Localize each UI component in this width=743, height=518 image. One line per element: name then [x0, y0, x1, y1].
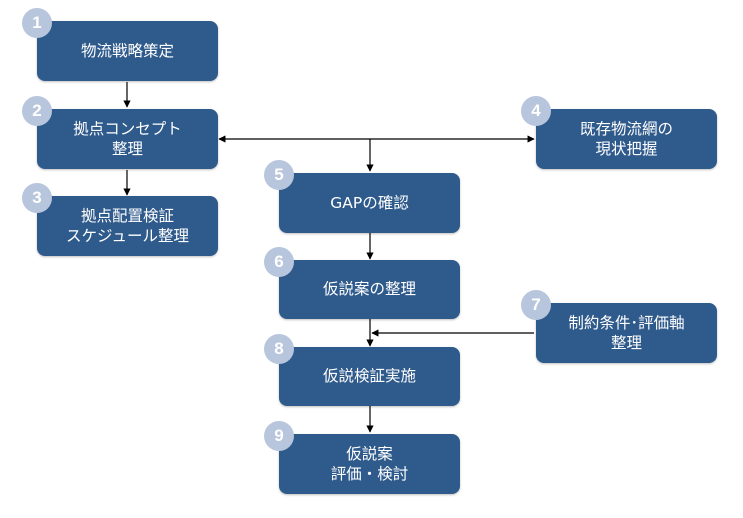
- step-6-number: 6: [274, 252, 284, 271]
- step-3-box: 拠点配置検証 スケジュール整理: [37, 196, 218, 256]
- step-2-badge: 2: [22, 96, 52, 126]
- step-8-badge: 8: [264, 334, 294, 364]
- step-7-number: 7: [531, 295, 541, 314]
- step-4-number: 4: [531, 101, 541, 120]
- step-5-box: GAPの確認: [279, 173, 460, 233]
- step-5-label: GAPの確認: [330, 193, 409, 212]
- step-5-number: 5: [274, 165, 284, 184]
- step-9-number: 9: [274, 426, 284, 445]
- step-3-label: 拠点配置検証 スケジュール整理: [66, 206, 189, 245]
- step-9-label: 仮説案 評価・検討: [330, 444, 409, 483]
- step-9-box: 仮説案 評価・検討: [279, 434, 460, 494]
- step-6-label: 仮説案の整理: [322, 280, 416, 299]
- step-4-box: 既存物流網の 現状把握: [536, 109, 717, 169]
- step-8-box: 仮説検証実施: [279, 347, 460, 406]
- step-4-label: 既存物流網の 現状把握: [579, 119, 673, 158]
- step-1-number: 1: [32, 13, 42, 32]
- step-7-box: 制約条件･評価軸 整理: [536, 303, 717, 363]
- step-3-number: 3: [32, 188, 42, 207]
- step-1-box: 物流戦略策定: [37, 21, 218, 81]
- step-9-badge: 9: [264, 421, 294, 451]
- step-2-number: 2: [32, 101, 42, 120]
- step-6-badge: 6: [264, 247, 294, 277]
- step-2-box: 拠点コンセプト 整理: [37, 109, 218, 169]
- step-2-label: 拠点コンセプト 整理: [73, 119, 182, 158]
- step-1-label: 物流戦略策定: [80, 41, 174, 60]
- step-4-badge: 4: [521, 96, 551, 126]
- step-7-label: 制約条件･評価軸 整理: [568, 313, 685, 352]
- step-1-badge: 1: [22, 8, 52, 38]
- step-5-badge: 5: [264, 160, 294, 190]
- step-3-badge: 3: [22, 183, 52, 213]
- step-6-box: 仮説案の整理: [279, 260, 460, 319]
- step-8-number: 8: [274, 339, 284, 358]
- step-7-badge: 7: [521, 290, 551, 320]
- step-8-label: 仮説検証実施: [322, 367, 416, 386]
